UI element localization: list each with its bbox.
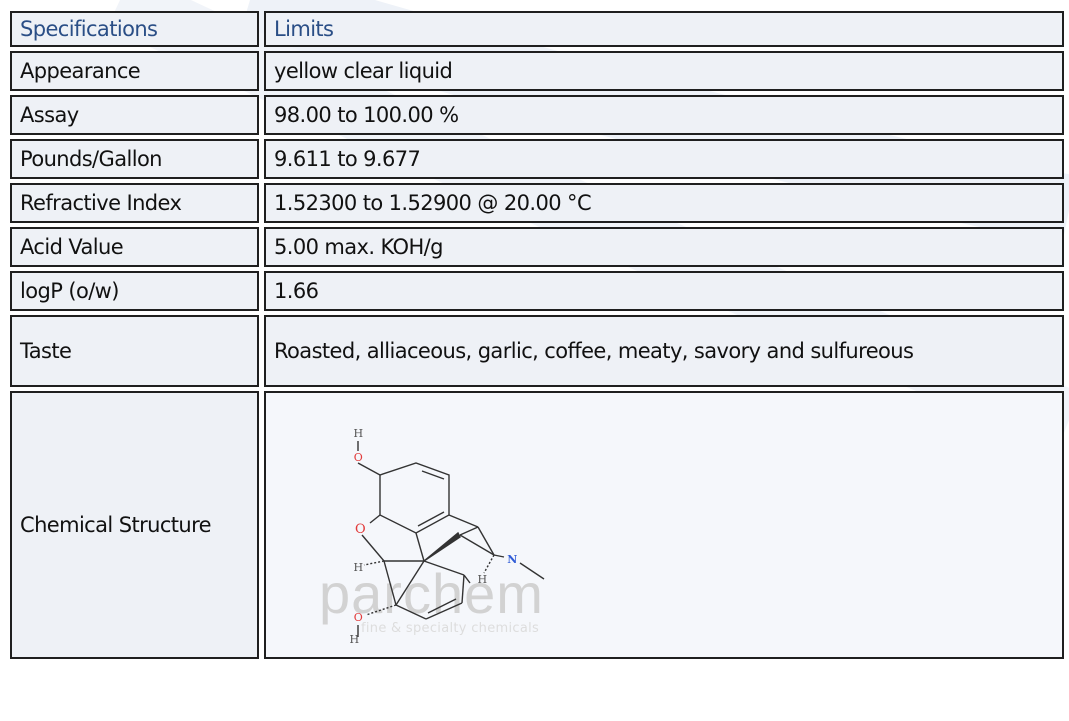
- table-row: Refractive Index 1.52300 to 1.52900 @ 20…: [10, 183, 1064, 223]
- atom-o-top: O: [354, 451, 363, 464]
- row-label: Pounds/Gallon: [10, 139, 259, 179]
- atom-o-ring: O: [355, 522, 365, 537]
- row-label: Appearance: [10, 51, 259, 91]
- atom-o-bottom: O: [354, 611, 363, 624]
- atom-h-bottom: H: [350, 633, 359, 645]
- atom-h-right: H: [478, 573, 487, 586]
- watermark-brand: parchem: [319, 562, 544, 625]
- table-row: logP (o/w) 1.66: [10, 271, 1064, 311]
- table-row: Assay 98.00 to 100.00 %: [10, 95, 1064, 135]
- row-value: 9.611 to 9.677: [264, 139, 1064, 179]
- row-value: 1.66: [264, 271, 1064, 311]
- row-label: logP (o/w): [10, 271, 259, 311]
- specifications-table: Specifications Limits Appearance yellow …: [5, 7, 1069, 663]
- molecule-diagram: H O O H N H O H: [350, 427, 545, 645]
- table-header-row: Specifications Limits: [10, 11, 1064, 47]
- atom-h-top: H: [354, 427, 363, 440]
- structure-label: Chemical Structure: [10, 391, 259, 659]
- structure-cell: parchem fine & specialty chemicals: [264, 391, 1064, 659]
- structure-image: parchem fine & specialty chemicals: [274, 393, 1054, 657]
- atom-n: N: [507, 553, 517, 566]
- header-limits: Limits: [264, 11, 1064, 47]
- table-row: Taste Roasted, alliaceous, garlic, coffe…: [10, 315, 1064, 387]
- row-label: Refractive Index: [10, 183, 259, 223]
- table-row: Appearance yellow clear liquid: [10, 51, 1064, 91]
- row-value: Roasted, alliaceous, garlic, coffee, mea…: [264, 315, 1064, 387]
- row-value: 5.00 max. KOH/g: [264, 227, 1064, 267]
- structure-row: Chemical Structure parchem fine & specia…: [10, 391, 1064, 659]
- table-row: Pounds/Gallon 9.611 to 9.677: [10, 139, 1064, 179]
- row-label: Assay: [10, 95, 259, 135]
- row-value: yellow clear liquid: [264, 51, 1064, 91]
- table-row: Acid Value 5.00 max. KOH/g: [10, 227, 1064, 267]
- row-label: Acid Value: [10, 227, 259, 267]
- header-specifications: Specifications: [10, 11, 259, 47]
- atom-h-left: H: [354, 561, 363, 574]
- row-value: 1.52300 to 1.52900 @ 20.00 °C: [264, 183, 1064, 223]
- row-value: 98.00 to 100.00 %: [264, 95, 1064, 135]
- row-label: Taste: [10, 315, 259, 387]
- watermark-tagline: fine & specialty chemicals: [361, 621, 540, 636]
